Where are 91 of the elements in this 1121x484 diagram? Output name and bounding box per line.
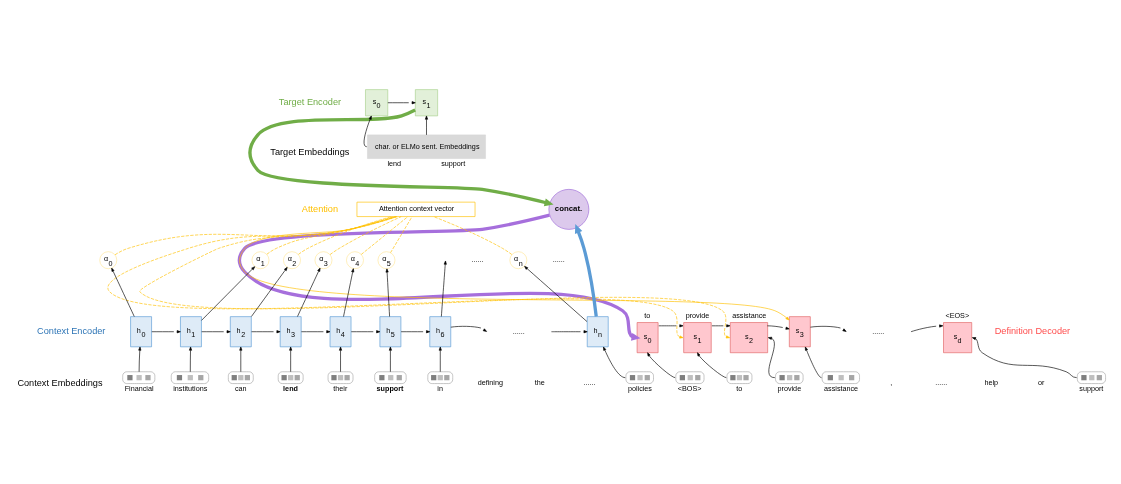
node-box xyxy=(726,370,753,384)
arrow xyxy=(251,329,281,333)
arrow xyxy=(972,336,1078,378)
label: ...... xyxy=(583,377,596,387)
arrow xyxy=(603,346,626,378)
label: help xyxy=(984,377,999,387)
label: Context Encoder xyxy=(37,325,106,336)
arrow xyxy=(551,329,588,333)
label: defining xyxy=(477,377,503,387)
arrow xyxy=(251,266,288,317)
label: Attention xyxy=(301,203,339,214)
arrow xyxy=(151,329,181,333)
arrow xyxy=(201,329,231,333)
node-label: policies xyxy=(627,383,652,393)
label: ...... xyxy=(872,326,885,336)
node-box xyxy=(170,370,209,384)
arrow xyxy=(363,115,372,147)
label: ...... xyxy=(471,254,484,264)
node-box xyxy=(427,370,454,384)
node-label: support xyxy=(376,383,404,393)
arrow xyxy=(297,267,321,317)
arrow xyxy=(350,329,381,333)
node-label: <BOS> xyxy=(677,383,702,393)
node-label: institutions xyxy=(173,383,208,393)
node-box xyxy=(775,370,804,384)
arrow xyxy=(910,324,944,332)
arrow xyxy=(238,213,641,341)
arrow xyxy=(450,325,487,332)
node-label: assistance xyxy=(824,383,859,393)
arrow xyxy=(387,100,416,104)
label: ...... xyxy=(935,377,948,387)
node-label: Financial xyxy=(124,383,154,393)
label: Definition Decoder xyxy=(994,325,1071,336)
arrow xyxy=(339,346,342,372)
label: Target Embeddings xyxy=(270,146,350,157)
connector xyxy=(114,215,398,255)
node-box xyxy=(122,370,156,384)
node-label: lend xyxy=(387,158,402,168)
label: Context Embeddings xyxy=(17,377,103,388)
arrow xyxy=(385,268,390,317)
arrow xyxy=(138,346,142,372)
node-box xyxy=(277,370,304,384)
arrow xyxy=(767,325,790,330)
node-label: assistance xyxy=(732,310,767,320)
node-box xyxy=(1077,370,1106,384)
label: or xyxy=(1037,377,1045,387)
connector xyxy=(329,215,402,255)
label: ...... xyxy=(512,326,525,336)
arrow xyxy=(189,346,192,372)
node-label: lend xyxy=(283,383,298,393)
arrow xyxy=(111,267,135,317)
arrow xyxy=(201,265,256,321)
node-box xyxy=(625,370,654,384)
arrow xyxy=(343,267,355,317)
label: ...... xyxy=(552,254,565,264)
node-label: support xyxy=(441,158,466,168)
arrow xyxy=(711,323,731,327)
node-box xyxy=(675,370,705,384)
connector xyxy=(433,215,513,255)
arrow xyxy=(400,329,431,333)
label: , xyxy=(890,377,893,387)
arrow xyxy=(524,265,588,322)
node-label: support xyxy=(1079,383,1104,393)
node-label: to xyxy=(736,383,743,393)
arrow xyxy=(289,346,293,372)
arrow xyxy=(388,346,392,372)
node-box xyxy=(821,370,860,384)
node-box xyxy=(327,370,354,384)
node-label: their xyxy=(333,383,348,393)
arrow xyxy=(658,323,684,327)
label: the xyxy=(534,377,545,387)
arrow xyxy=(438,346,442,372)
arrow xyxy=(810,325,847,332)
node-box xyxy=(374,370,407,384)
node-label: provide xyxy=(777,383,802,393)
label: Target Encoder xyxy=(278,96,342,107)
node-label: to xyxy=(644,310,651,320)
arrow xyxy=(248,108,554,206)
arrow xyxy=(425,115,428,135)
arrow xyxy=(239,215,790,320)
arrow xyxy=(804,346,822,378)
arrow xyxy=(301,329,331,333)
arrow xyxy=(574,223,598,317)
connector xyxy=(266,215,395,255)
node-label: in xyxy=(437,383,443,393)
arrow xyxy=(647,351,676,378)
arrow xyxy=(239,346,243,372)
node-label: <EOS> xyxy=(945,310,970,320)
node-label: can xyxy=(234,383,247,393)
node-label: provide xyxy=(685,310,710,320)
connector xyxy=(298,215,392,255)
